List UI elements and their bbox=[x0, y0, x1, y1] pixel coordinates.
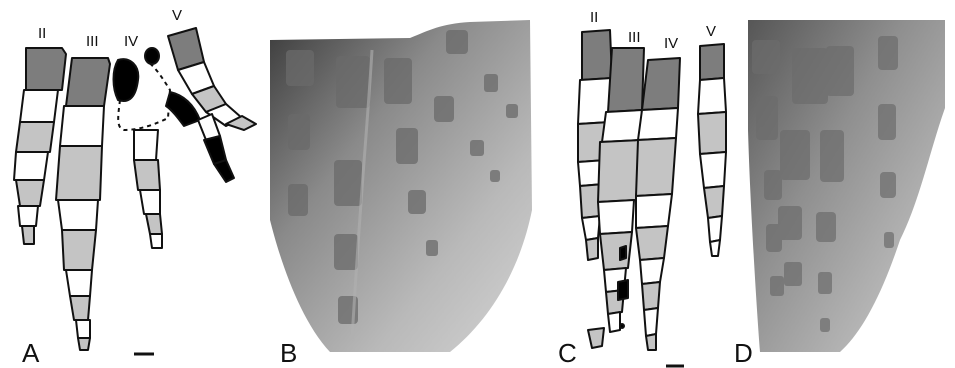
label-iii-a: III bbox=[86, 33, 99, 50]
digit-ii-a bbox=[14, 48, 66, 244]
digit-v-a bbox=[166, 28, 256, 182]
label-iv-a: IV bbox=[124, 33, 138, 50]
panel-letter-d: D bbox=[734, 338, 753, 368]
label-v-a: V bbox=[172, 7, 182, 24]
digit-iv-c bbox=[636, 58, 680, 350]
digit-v-c bbox=[698, 44, 726, 256]
label-v-c: V bbox=[706, 23, 716, 40]
label-ii-c: II bbox=[590, 9, 598, 26]
panel-a bbox=[14, 28, 256, 354]
panel-b bbox=[270, 20, 532, 352]
panel-letter-b: B bbox=[280, 338, 297, 368]
digit-iii-a bbox=[56, 58, 110, 350]
label-iii-c: III bbox=[628, 29, 641, 46]
label-ii-a: II bbox=[38, 25, 46, 42]
panel-letter-a: A bbox=[22, 338, 40, 368]
panel-letter-c: C bbox=[558, 338, 577, 368]
digit-iv-a bbox=[114, 48, 171, 248]
panel-c bbox=[578, 30, 726, 366]
label-iv-c: IV bbox=[664, 35, 678, 52]
panel-d bbox=[748, 20, 945, 352]
